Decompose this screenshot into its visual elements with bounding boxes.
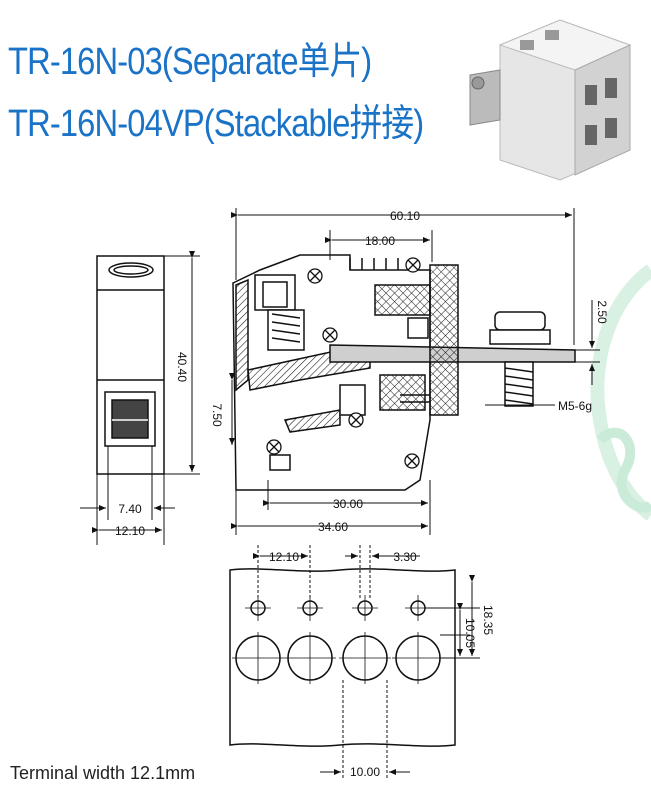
dim-pitch: 12.10 [269,550,299,564]
front-dims [229,208,600,535]
dim-side-outer: 12.10 [115,524,145,538]
product-photo [465,0,651,192]
side-view [96,255,165,475]
dim-overall-width: 60.10 [390,209,420,223]
dim-row-height-outer: 18.35 [481,605,495,635]
dim-base-inner: 30.00 [333,497,363,511]
dim-row-height-inner: 10.05 [463,618,477,648]
watermark-logo [590,264,651,521]
title-stackable: TR-16N-04VP(Stackable拼接) [8,103,424,145]
dim-top-offset: 18.00 [365,234,395,248]
title-separate: TR-16N-03(Separate单片) [8,41,372,83]
dim-small-hole: 3.30 [393,550,417,564]
footer-caption: Terminal width 12.1mm [10,763,196,783]
hole-pattern [229,568,456,747]
dim-large-hole: 10.00 [350,765,380,779]
dim-height: 40.40 [175,352,189,382]
dim-bar-thickness: 2.50 [595,300,609,324]
front-view [232,254,576,491]
dim-base-outer: 34.60 [318,520,348,534]
front-screws [266,257,421,469]
dim-inner-offset: 7.50 [210,403,224,427]
dim-side-inner: 7.40 [118,502,142,516]
hole-dims [253,545,480,780]
dim-screw-spec: M5-6g [558,399,592,413]
side-dims [80,251,200,545]
